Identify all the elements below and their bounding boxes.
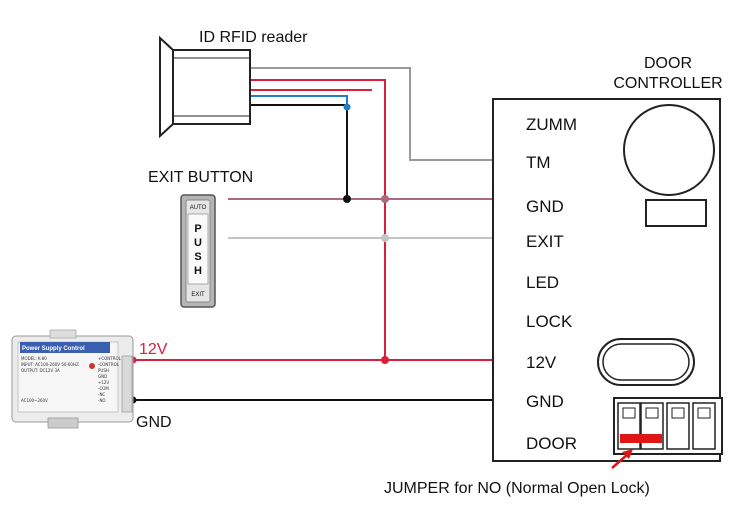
rfid-reader [159, 35, 251, 139]
terminal-label: TM [526, 153, 551, 172]
terminal-label: 12V [526, 353, 557, 372]
terminal-label: LOCK [526, 312, 573, 331]
psu-terminal-label: PUSH [98, 368, 109, 373]
psu-terminal-label: -COM [98, 386, 109, 391]
terminal-label: ZUMM [526, 115, 577, 134]
psu-terminal-label: GND [98, 374, 107, 379]
junction-gnd-mauve [381, 195, 389, 203]
reader-body [172, 49, 251, 125]
controller-title: DOOR [644, 55, 692, 72]
reader-face [159, 35, 174, 139]
controller-title: CONTROLLER [613, 75, 722, 92]
exit-button-bottom: EXIT [191, 292, 205, 298]
exit-button-letter: H [194, 265, 202, 277]
psu-terminal-label: -CONTROL [98, 362, 120, 367]
power-supply: Power Supply Control MODEL: K-80 INPUT: … [11, 329, 134, 429]
junction-blue [343, 103, 351, 111]
exit-button-letter: P [194, 223, 201, 235]
psu-terminal-label: +CONTROL [98, 356, 122, 361]
terminal-label: LED [526, 273, 559, 292]
buzzer [623, 104, 715, 196]
psu-model: MODEL: K-80 [21, 356, 47, 361]
wire-tm [250, 67, 515, 161]
junction-gnd-black [343, 195, 351, 203]
psu-terminal-label: +12V [98, 380, 109, 385]
terminal-label: EXIT [526, 232, 564, 251]
psu-led-icon [89, 363, 95, 369]
jumper-arrow-icon [611, 449, 633, 469]
junction-exit [381, 234, 389, 242]
exit-button-letter: U [194, 237, 202, 249]
psu-rating: AC100~260V [21, 398, 48, 403]
terminal-label: GND [526, 197, 564, 216]
psu-12v-label: 12V [139, 341, 168, 358]
jumper-note: JUMPER for NO (Normal Open Lock) [384, 480, 650, 497]
psu-terminal-label: -NC [98, 392, 105, 397]
exit-button-letter: S [194, 251, 201, 263]
wires [129, 67, 515, 404]
exit-button-label: EXIT BUTTON [148, 169, 253, 186]
psu-title: Power Supply Control [22, 346, 85, 352]
exit-button-top: AUTO [190, 205, 207, 211]
junction-12v [381, 356, 389, 364]
wire-blue-reader [250, 95, 348, 107]
psu-gnd-label: GND [136, 414, 172, 431]
chip [645, 199, 707, 227]
psu-output: OUTPUT: DC12V 3A [21, 368, 60, 373]
crystal [597, 338, 695, 386]
reader-label: ID RFID reader [199, 29, 308, 46]
relay-terminal-block [613, 397, 723, 455]
terminal-label: DOOR [526, 434, 577, 453]
psu-input: INPUT: AC100-260V 50-60HZ [21, 362, 79, 367]
wire-gnd-reader [250, 104, 348, 199]
jumper [620, 434, 662, 443]
terminal-label: GND [526, 392, 564, 411]
terminal-labels: ZUMM TM GND EXIT LED LOCK 12V GND DOOR [526, 115, 577, 453]
psu-terminal-label: -NO [98, 398, 106, 403]
wire-12v-reader [250, 79, 386, 360]
door-controller [492, 98, 723, 462]
exit-button: AUTO P U S H EXIT [180, 194, 216, 308]
